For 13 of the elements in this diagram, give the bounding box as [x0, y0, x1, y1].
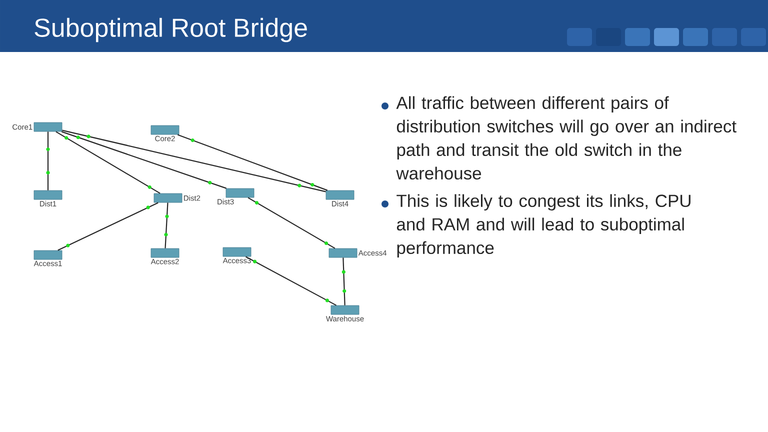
link-line: [62, 131, 227, 189]
link-line: [177, 134, 328, 191]
bullet-text: All traffic between different pairs of distribution switches will go over an indirect path and transit the old switch in the warehouse: [396, 96, 736, 180]
link-line: [62, 130, 326, 192]
slide-title: Suboptimal Root Bridge: [34, 18, 307, 42]
link-line: [246, 256, 337, 306]
link-line: [248, 197, 336, 249]
link-line: [56, 131, 160, 194]
link-line: [164, 202, 168, 248]
link-line: [342, 258, 346, 306]
bullet-text: This is likely to congest its links, CPU and RAM and will lead to suboptimal performance: [396, 194, 690, 258]
link-line: [58, 202, 158, 251]
link-line: [47, 132, 49, 190]
